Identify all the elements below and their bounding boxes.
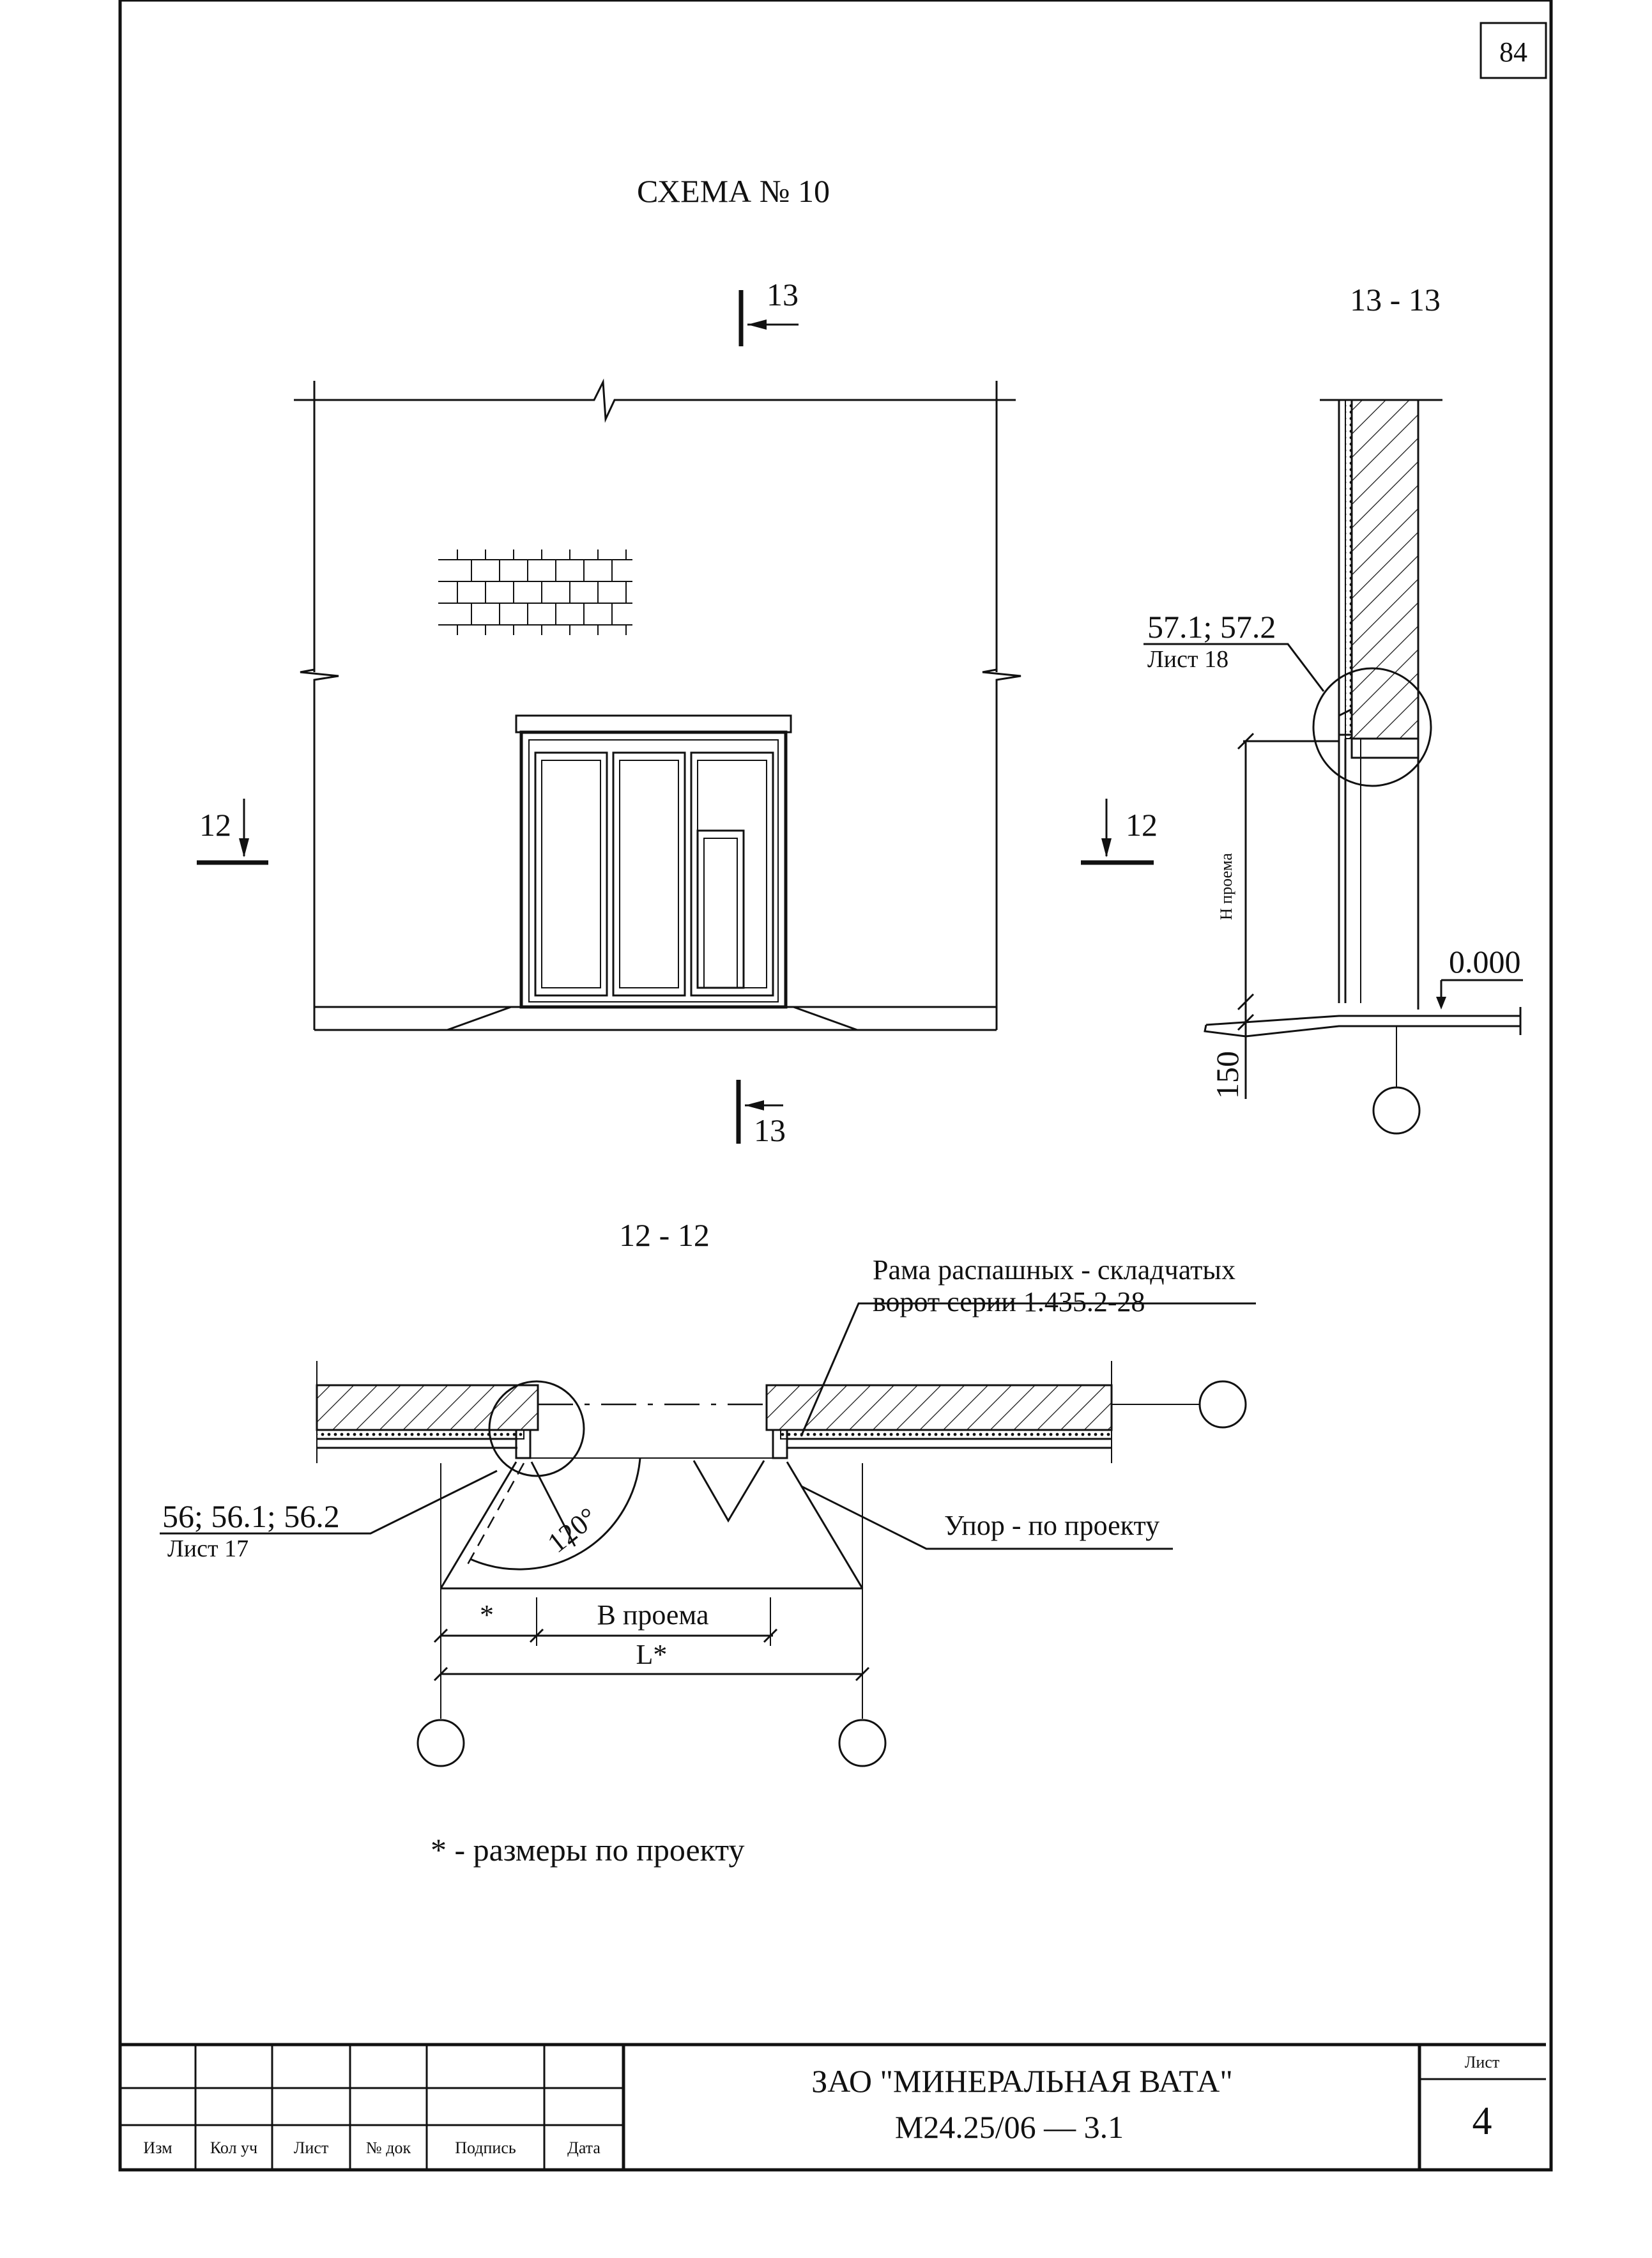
dim-star: *: [480, 1599, 494, 1631]
cut-12-right-label: 12: [1126, 807, 1158, 843]
level-zero-label: 0.000: [1449, 944, 1521, 979]
title-block: Изм Кол уч Лист № док Подпись Дата ЗАО "…: [120, 2043, 1546, 2172]
brick-pattern-symbol: [438, 549, 632, 635]
cut-13-top-label: 13: [767, 277, 799, 312]
section-12-12: 12 - 12 120° Рам: [160, 1217, 1256, 1767]
frame-note-line1: Рама распашных - складчатых: [873, 1254, 1235, 1286]
section12-node-ref: 56; 56.1; 56.2: [162, 1498, 340, 1534]
sheet-frame: 84: [118, 0, 1553, 2172]
tb-col-doc: № док: [366, 2139, 411, 2157]
tb-col-izm: Изм: [143, 2139, 172, 2157]
frame-note-line2: ворот серии 1.435.2-28: [873, 1286, 1145, 1317]
dim-width-label: В проема: [597, 1599, 708, 1631]
cut-13-bottom-label: 13: [754, 1112, 786, 1148]
sheet-number: 4: [1472, 2100, 1492, 2143]
section-13-13: 13 - 13 57.1; 57.2 Лист 18 Н проема 150 …: [1143, 282, 1523, 1135]
dim-length-label: L*: [636, 1639, 668, 1670]
sheet-label: Лист: [1465, 2053, 1499, 2071]
section13-node-ref: 57.1; 57.2: [1147, 609, 1276, 645]
scheme-title: СХЕМА № 10: [637, 173, 830, 209]
footnote: * - размеры по проекту: [431, 1832, 744, 1868]
tb-col-sign: Подпись: [455, 2139, 516, 2157]
section-13-title: 13 - 13: [1350, 282, 1441, 318]
section13-node-sheet: Лист 18: [1147, 646, 1228, 673]
stop-note: Упор - по проекту: [944, 1510, 1159, 1541]
gate-elevation: [515, 714, 792, 1009]
angle-label: 120°: [542, 1501, 603, 1559]
section13-dim-150: 150: [1209, 1051, 1245, 1099]
tb-col-date: Дата: [567, 2139, 600, 2157]
tb-col-list: Лист: [294, 2139, 328, 2157]
section13-height-label: Н проема: [1217, 853, 1235, 920]
tb-col-kol: Кол уч: [210, 2139, 257, 2157]
organization-name: ЗАО "МИНЕРАЛЬНАЯ ВАТА": [811, 2063, 1233, 2099]
document-code: М24.25/06 — 3.1: [895, 2109, 1124, 2145]
page-number: 84: [1499, 36, 1527, 68]
section12-node-sheet: Лист 17: [167, 1535, 249, 1562]
facade-view: 13: [197, 277, 1158, 1148]
section-12-title: 12 - 12: [619, 1217, 710, 1253]
cut-12-left-label: 12: [199, 807, 231, 843]
